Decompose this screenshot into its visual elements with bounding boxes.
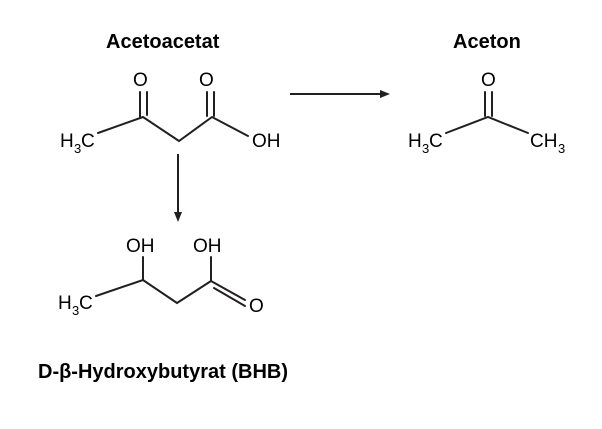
acetoacetate-molecule: Acetoacetat O O H 3 C OH xyxy=(60,31,281,156)
bhb-co-b xyxy=(213,287,246,307)
acetone-skeleton xyxy=(445,115,529,134)
bhb-oh2: OH xyxy=(193,236,222,257)
arrow-to-acetone xyxy=(290,90,390,98)
acetone-molecule: Aceton O H 3 C CH 3 xyxy=(408,31,565,156)
bhb-skeleton xyxy=(95,278,212,305)
bhb-methyl-sub: 3 xyxy=(72,303,79,318)
acetoacetate-skeleton xyxy=(97,115,249,143)
acetone-left-sub: 3 xyxy=(422,141,429,156)
acetoacetate-o1: O xyxy=(133,70,148,91)
acetone-o: O xyxy=(481,70,496,91)
acetoacetate-methyl-c: C xyxy=(81,131,95,152)
bhb-methyl-h: H xyxy=(58,293,72,314)
acetoacetate-o2: O xyxy=(199,70,214,91)
acetoacetate-methyl-h: H xyxy=(60,131,74,152)
bhb-co-a xyxy=(210,280,246,301)
acetone-right-ch: CH xyxy=(530,131,557,152)
arrow-to-bhb xyxy=(174,154,182,222)
acetone-left-h: H xyxy=(408,131,422,152)
bhb-name: D-β-Hydroxybutyrat (BHB) xyxy=(38,361,288,383)
acetoacetate-name: Acetoacetat xyxy=(106,31,220,53)
acetoacetate-methyl-sub: 3 xyxy=(74,141,81,156)
bhb-oh1: OH xyxy=(126,236,155,257)
bhb-molecule: OH OH H 3 C O D-β-Hydroxybutyrat (BHB) xyxy=(38,236,288,383)
acetoacetate-oh: OH xyxy=(252,131,281,152)
bhb-methyl-c: C xyxy=(79,293,93,314)
acetone-left-c: C xyxy=(429,131,443,152)
bhb-o: O xyxy=(249,296,264,317)
acetone-right-sub: 3 xyxy=(558,141,565,156)
acetone-name: Aceton xyxy=(453,31,521,53)
